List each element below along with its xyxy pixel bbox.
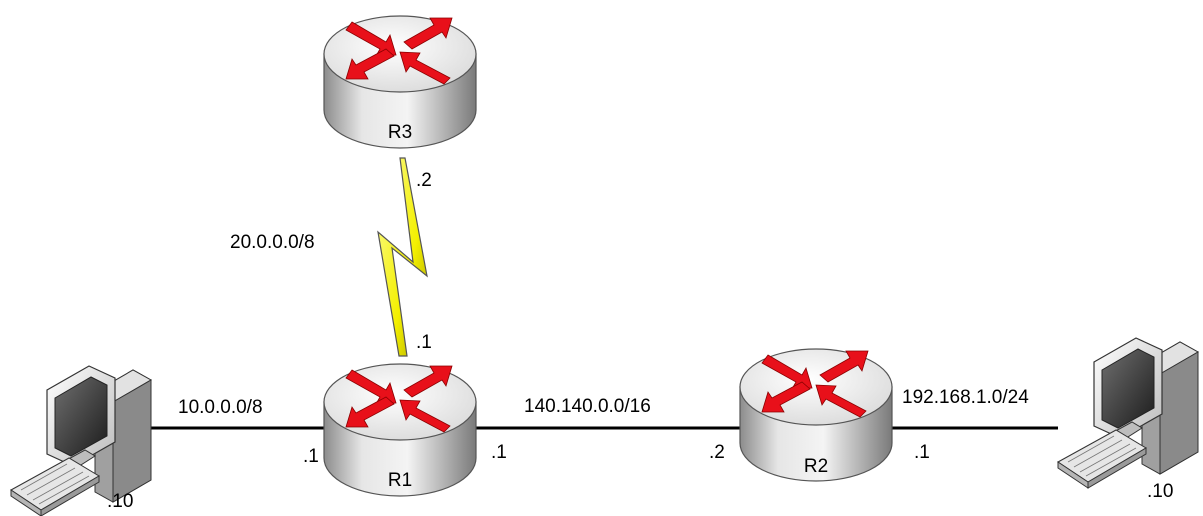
interface-label-r2-left: .2 (709, 442, 725, 463)
router-r1[interactable]: R1 (323, 363, 477, 497)
router-label: R3 (388, 122, 412, 143)
host-label-pc1: .10 (107, 491, 133, 512)
network-label-r1-r2: 140.140.0.0/16 (524, 396, 651, 417)
interface-label-r2-right: .1 (914, 442, 930, 463)
network-label-r2-pc2: 192.168.1.0/24 (902, 387, 1029, 408)
interface-label-r3-serial: .2 (416, 170, 432, 191)
network-label-r1-r3: 20.0.0.0/8 (230, 232, 315, 253)
pc-right[interactable] (1057, 337, 1199, 489)
router-r2[interactable]: R2 (739, 348, 893, 482)
network-label-r1-pc1: 10.0.0.0/8 (178, 397, 263, 418)
interface-label-r1-left: .1 (303, 446, 319, 467)
serial-link-icon (377, 157, 428, 357)
router-label: R1 (388, 470, 412, 491)
router-label: R2 (804, 456, 828, 477)
host-label-pc2: .10 (1147, 481, 1173, 502)
interface-label-r1-serial: .1 (416, 332, 432, 353)
router-r3[interactable]: R3 (323, 15, 477, 149)
interface-label-r1-right: .1 (491, 442, 507, 463)
computer-icon (1057, 337, 1199, 489)
